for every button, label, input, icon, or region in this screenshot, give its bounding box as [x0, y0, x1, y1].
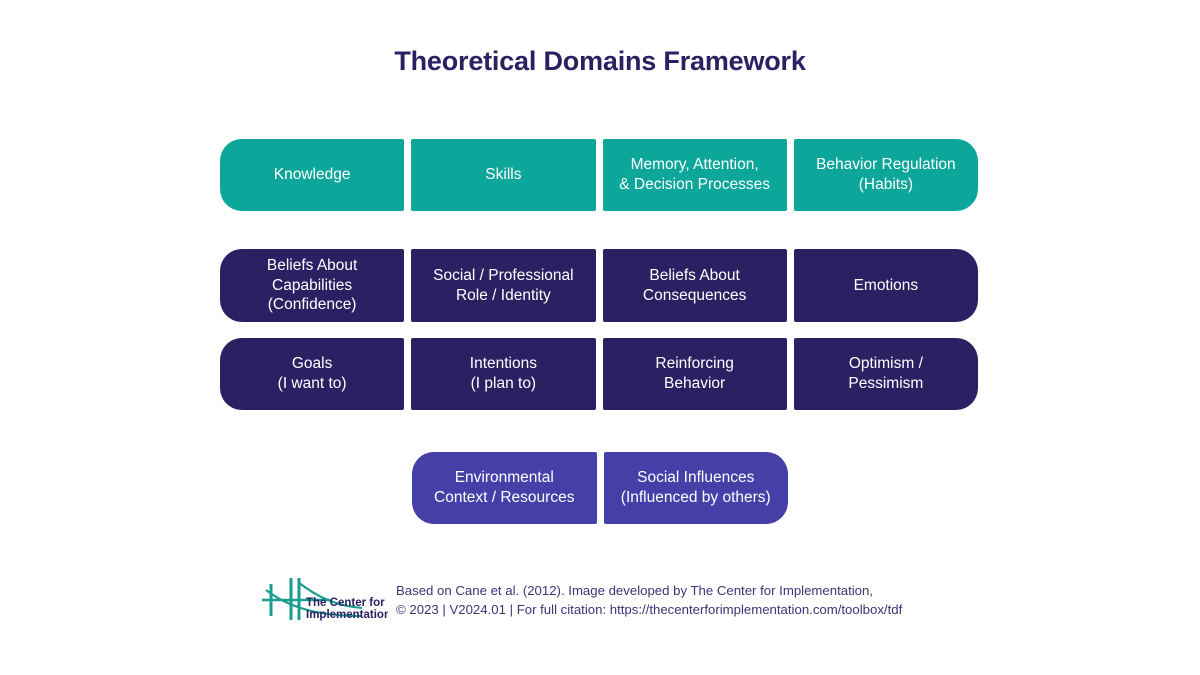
domain-box-goals[interactable]: Goals (I want to) — [220, 338, 405, 410]
domain-row-beliefs-emotions: Beliefs About Capabilities (Confidence) … — [220, 249, 978, 322]
domain-box-text: Social Influences (Influenced by others) — [620, 469, 771, 506]
svg-text:The Center for: The Center for — [306, 597, 385, 609]
domain-box-text: Beliefs About Capabilities (Confidence) — [266, 256, 358, 314]
domain-box-intentions[interactable]: Intentions (I plan to) — [411, 338, 596, 410]
domain-box-social-professional-role-identity[interactable]: Social / Professional Role / Identity — [411, 249, 596, 322]
page-title: Theoretical Domains Framework — [394, 46, 806, 76]
domain-box-text: Beliefs About Consequences — [642, 266, 747, 304]
domain-box-text: Optimism / Pessimism — [848, 355, 924, 392]
domain-box-text: Intentions (I plan to) — [469, 355, 537, 392]
domain-box-text: Memory, Attention, & Decision Processes — [619, 156, 770, 193]
domain-box-beliefs-about-capabilities[interactable]: Beliefs About Capabilities (Confidence) — [220, 249, 405, 322]
domain-box-text: Skills — [485, 166, 522, 184]
domain-box-beliefs-about-consequences[interactable]: Beliefs About Consequences — [602, 249, 787, 322]
domain-box-optimism-pessimism[interactable]: Optimism / Pessimism — [793, 338, 978, 410]
domain-box-text: Goals (I want to) — [277, 355, 347, 392]
domain-row-goals-optimism: Goals (I want to) Intentions (I plan to)… — [220, 338, 978, 410]
domain-box-text: Knowledge — [273, 166, 351, 184]
domain-box-social-influences[interactable]: Social Influences (Influenced by others) — [603, 452, 788, 524]
credit-text: Based on Cane et al. (2012). Image devel… — [396, 581, 902, 619]
domain-box-behavior-regulation[interactable]: Behavior Regulation (Habits) — [793, 139, 978, 211]
domain-box-text: Environmental Context / Resources — [434, 469, 575, 506]
logo-wordmark: The Center for Implementation — [306, 597, 388, 621]
domain-box-reinforcing-behavior[interactable]: Reinforcing Behavior — [602, 338, 787, 410]
domain-box-memory-attention-decision-processes[interactable]: Memory, Attention, & Decision Processes — [602, 139, 787, 211]
domain-box-text: Emotions — [853, 276, 919, 294]
footer: The Center for Implementation Based on C… — [258, 576, 902, 624]
svg-text:Implementation: Implementation — [306, 609, 388, 621]
domain-box-text: Behavior Regulation (Habits) — [816, 156, 956, 193]
domain-row-environment-social: Environmental Context / Resources Social… — [412, 452, 788, 524]
credit-line-1: Based on Cane et al. (2012). Image devel… — [396, 582, 873, 598]
domains-grid: Knowledge Skills Memory, Attention, & De… — [220, 139, 978, 524]
credit-line-2: © 2023 | V2024.01 | For full citation: h… — [396, 602, 903, 617]
domain-box-environmental-context-resources[interactable]: Environmental Context / Resources — [412, 452, 597, 524]
bridge-icon — [262, 578, 363, 620]
domain-box-knowledge[interactable]: Knowledge — [220, 139, 405, 211]
domain-box-text: Social / Professional Role / Identity — [433, 266, 574, 304]
the-center-for-implementation-logo: The Center for Implementation — [258, 576, 388, 624]
domain-box-skills[interactable]: Skills — [411, 139, 596, 211]
domain-box-emotions[interactable]: Emotions — [793, 249, 978, 322]
domain-row-knowledge-skills: Knowledge Skills Memory, Attention, & De… — [220, 139, 978, 211]
domain-box-text: Reinforcing Behavior — [655, 355, 734, 392]
